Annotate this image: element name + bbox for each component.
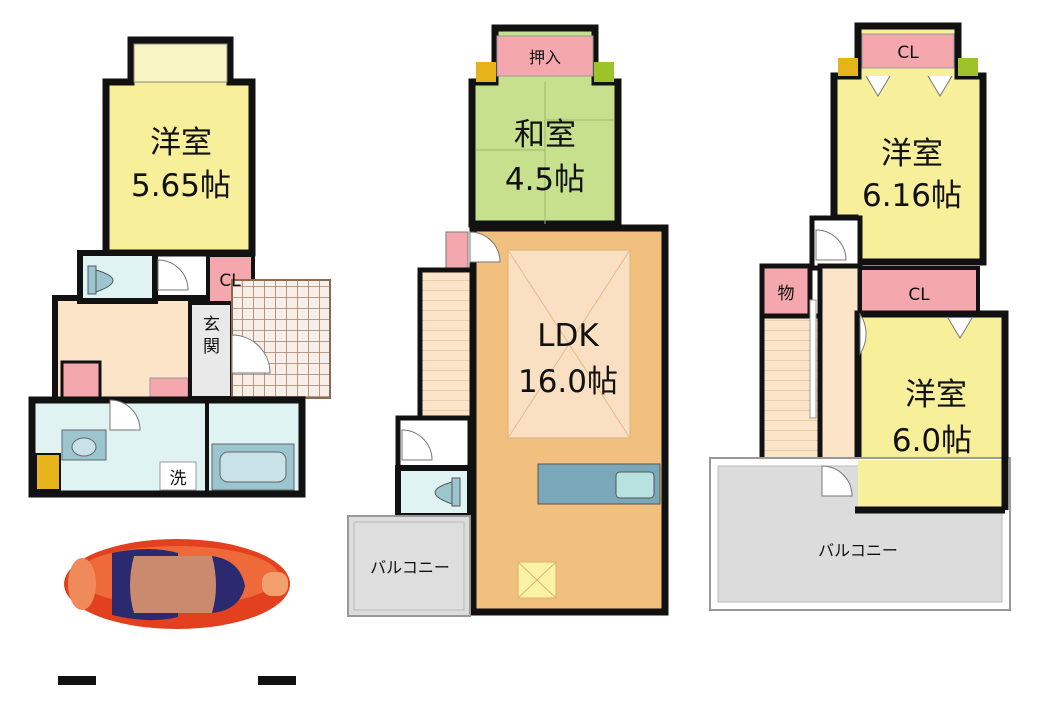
storage-label: 物 — [778, 284, 795, 304]
door-arc — [157, 259, 189, 291]
washroom-label: 洗 — [170, 469, 187, 489]
entrance-char-2: 関 — [203, 337, 220, 357]
floor-2: 押入 和室 4.5帖 LDK 16.0帖 バルコニー — [347, 24, 669, 617]
corner-post-right-f3 — [958, 58, 978, 76]
floor-hatch-x — [517, 561, 557, 599]
entrance-label: 玄 関 — [203, 315, 225, 357]
closet-b-label: CL — [908, 285, 930, 305]
corner-post-right — [594, 62, 614, 82]
stairs-floor2 — [417, 267, 475, 421]
balcony-label-floor2: バルコニー — [370, 558, 450, 577]
closet-label: CL — [219, 271, 241, 291]
ground-mark-right — [258, 676, 296, 685]
corner-post-left-f3 — [838, 58, 858, 76]
car-icon — [64, 539, 290, 629]
washer-label-box — [159, 461, 197, 491]
floor-1: 洋室 5.65帖 CL 玄 関 洗 — [28, 36, 331, 685]
ground-mark-left — [58, 676, 96, 685]
handrail — [809, 299, 817, 419]
western-room-a-name: 洋室 — [881, 136, 943, 172]
toilet-fixture-floor2 — [434, 477, 461, 507]
door-arc — [859, 312, 867, 356]
basin-bowl — [71, 437, 97, 457]
closet-top-floor3 — [861, 33, 955, 69]
oshiire-label: 押入 — [529, 48, 561, 67]
hall-floor3-mid — [817, 263, 863, 465]
entrance-char-1: 玄 — [203, 315, 220, 335]
room-closet-top — [133, 43, 228, 83]
japanese-room-size: 4.5帖 — [505, 162, 585, 198]
closet-door-marks — [947, 317, 973, 339]
door-arc — [231, 334, 271, 374]
tatami-lines — [476, 82, 614, 224]
door-arc — [109, 399, 141, 431]
water-heater — [35, 453, 61, 491]
door-arc — [821, 465, 853, 497]
room-6-0-overlay — [858, 460, 1002, 510]
ldk-name: LDK — [537, 318, 599, 354]
door-arc — [815, 229, 847, 261]
ldk-size: 16.0帖 — [518, 364, 618, 400]
door-arc — [469, 231, 501, 263]
bathtub-inner — [219, 451, 287, 483]
kitchen-sink — [615, 471, 655, 499]
western-room-size: 5.65帖 — [131, 168, 231, 204]
closet-door-marks — [865, 75, 953, 97]
door-arc — [401, 429, 433, 461]
western-room-a-size: 6.16帖 — [862, 178, 962, 214]
toilet-fixture-floor1 — [87, 265, 114, 295]
japanese-room-name: 和室 — [514, 117, 576, 153]
balcony-floor2-inner — [353, 521, 465, 611]
floor-3: CL 洋室 6.16帖 物 CL 洋室 6.0帖 バルコニー — [709, 22, 1011, 611]
western-room-b-size: 6.0帖 — [892, 423, 972, 459]
western-room-name: 洋室 — [150, 125, 212, 161]
western-room-b-name: 洋室 — [905, 377, 967, 413]
oshiire-box — [496, 35, 594, 77]
closet-a-label: CL — [897, 43, 919, 63]
corner-post-left — [476, 62, 496, 82]
balcony-label-floor3: バルコニー — [818, 541, 898, 560]
ldk-ceiling-diagonals — [507, 249, 631, 439]
closet-floor2 — [445, 231, 469, 269]
